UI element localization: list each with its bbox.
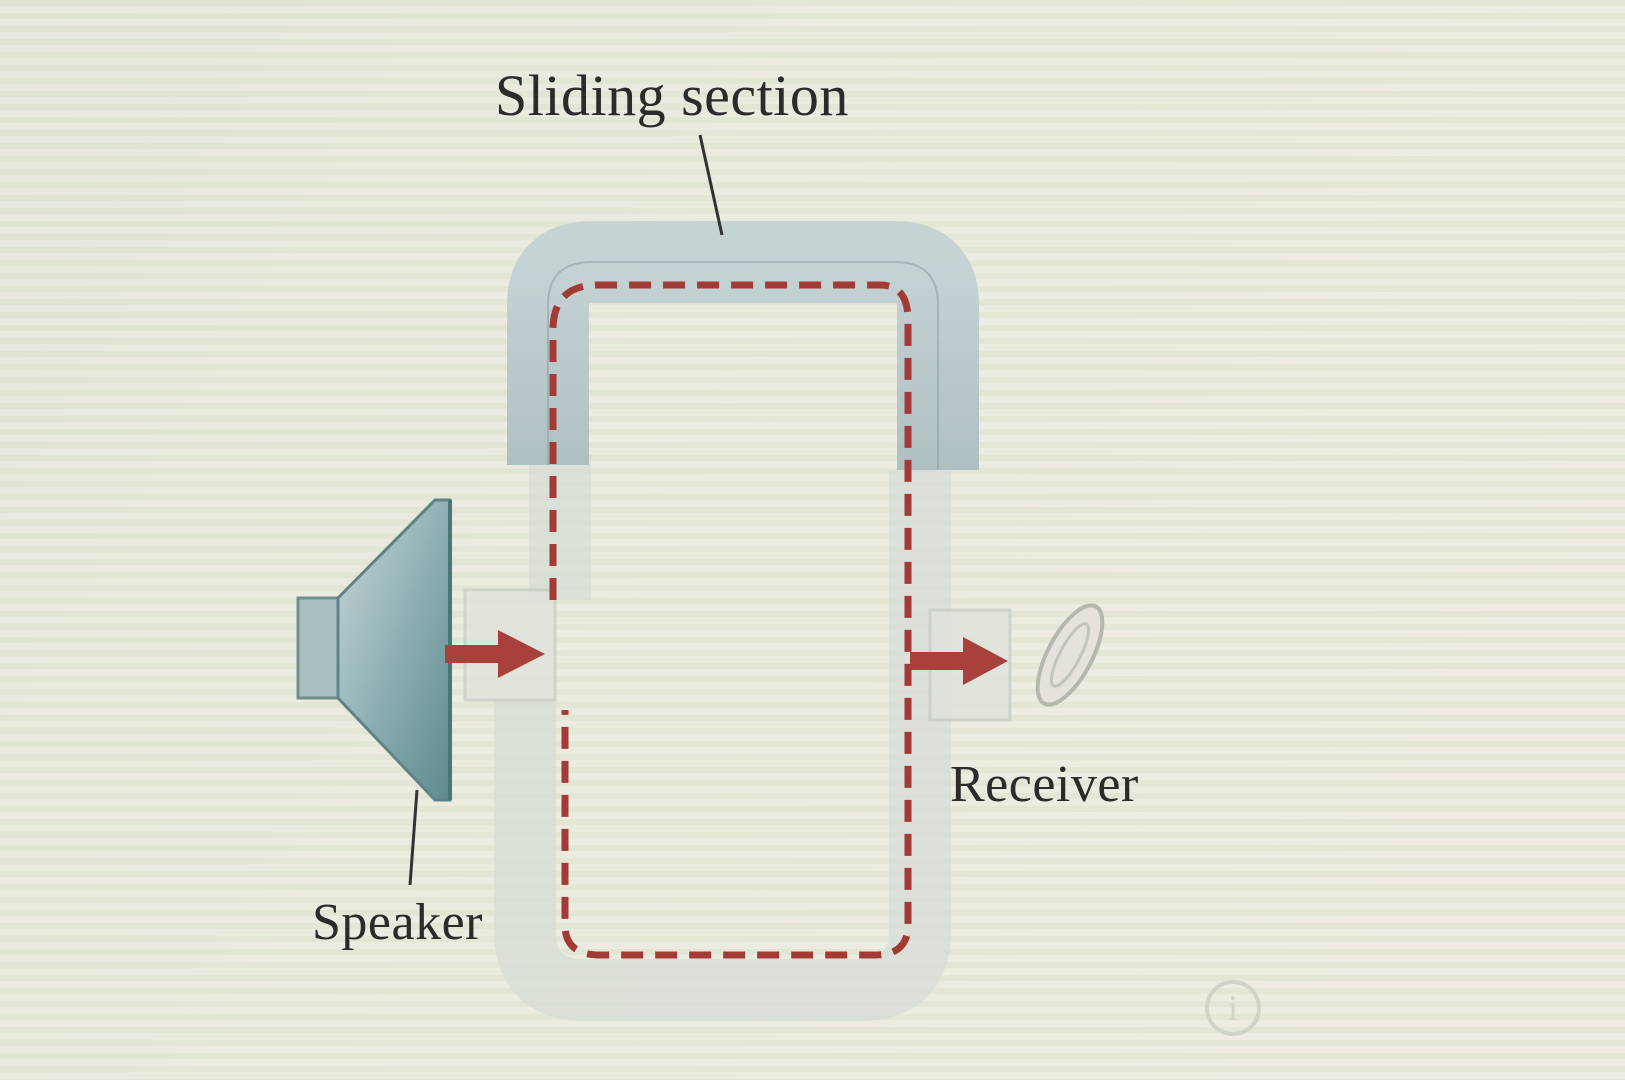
input-arrow <box>445 630 545 678</box>
speaker-leader <box>408 789 419 886</box>
info-button[interactable]: i <box>1205 980 1261 1036</box>
sliding-section-leader <box>698 134 724 236</box>
fixed-tube <box>463 455 1012 1021</box>
receiver-icon <box>1035 603 1105 707</box>
sliding-section-tube <box>507 221 979 470</box>
output-arrow <box>910 637 1008 685</box>
receiver-label: Receiver <box>950 756 1139 813</box>
speaker-icon <box>296 498 452 802</box>
sound-path-dashed <box>549 281 912 959</box>
speaker-label: Speaker <box>312 894 483 951</box>
sliding-section-label: Sliding section <box>495 63 849 128</box>
info-icon: i <box>1227 988 1238 1028</box>
